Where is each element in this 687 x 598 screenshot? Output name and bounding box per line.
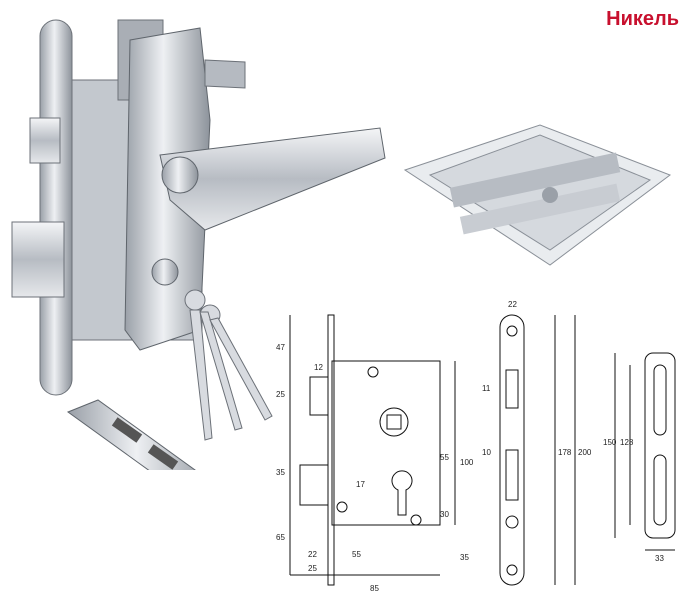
dim-200: 200 <box>578 448 592 457</box>
technical-drawing: 47 12 25 35 17 65 22 55 25 85 55 100 30 … <box>276 300 676 593</box>
dim-55a: 55 <box>352 550 361 559</box>
dim-47: 47 <box>276 343 285 352</box>
blister-package-photo <box>403 124 672 266</box>
front-handle <box>159 127 386 231</box>
strike-plate <box>66 399 196 470</box>
dim-17: 17 <box>356 480 365 489</box>
dim-150: 150 <box>603 438 617 447</box>
dim-12: 12 <box>314 363 323 372</box>
product-finish-title: Никель <box>606 8 679 30</box>
rear-handle <box>204 59 246 89</box>
dim-35a: 35 <box>276 468 285 477</box>
drawing-strike <box>644 352 676 539</box>
drawing-lock-body <box>331 360 441 526</box>
dim-85: 85 <box>370 584 379 593</box>
lock-handle-photo <box>11 19 386 470</box>
dim-65: 65 <box>276 533 285 542</box>
dim-178: 178 <box>558 448 572 457</box>
dim-25b: 25 <box>308 564 317 573</box>
dim-35b: 35 <box>460 553 469 562</box>
dim-55b: 55 <box>440 453 449 462</box>
latch-bolt <box>29 117 61 164</box>
dim-128: 128 <box>620 438 634 447</box>
dim-100: 100 <box>460 458 474 467</box>
dim-10: 10 <box>482 448 491 457</box>
lock-cylinder <box>151 258 179 286</box>
dim-30: 30 <box>440 510 449 519</box>
faceplate <box>39 19 73 396</box>
dim-33: 33 <box>655 554 664 563</box>
dim-22: 22 <box>308 550 317 559</box>
dead-bolt <box>11 221 65 298</box>
keys <box>184 289 273 441</box>
dim-faceplate-22: 22 <box>508 300 517 309</box>
dim-11: 11 <box>482 384 491 393</box>
drawing-faceplate <box>499 314 525 586</box>
dim-25: 25 <box>276 390 285 399</box>
